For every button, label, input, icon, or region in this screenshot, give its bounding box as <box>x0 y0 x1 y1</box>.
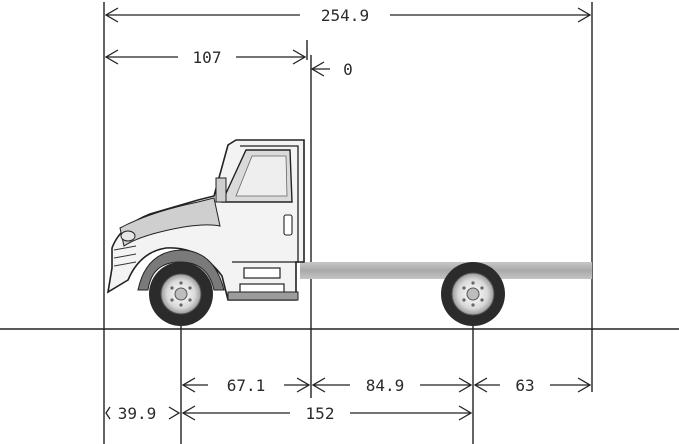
dimension-datum-zero: 0 <box>310 60 353 79</box>
bumper-to-cab-label: 107 <box>193 48 222 67</box>
dimension-bumper-to-cab: 107 <box>104 48 307 67</box>
dimension-rear-overhang: 63 <box>473 376 592 395</box>
rear-overhang-label: 63 <box>515 376 534 395</box>
datum-zero-label: 0 <box>343 60 353 79</box>
front-overhang-label: 39.9 <box>118 404 157 423</box>
frame-rail <box>300 262 592 279</box>
front-wheel-icon <box>149 262 213 326</box>
front-axle-to-cab-label: 67.1 <box>227 376 266 395</box>
wheelbase-label: 152 <box>306 404 335 423</box>
dimension-overall-length: 254.9 <box>104 6 592 25</box>
dimension-wheelbase: 152 <box>181 404 473 423</box>
dimension-front-axle-to-cab: 67.1 <box>181 376 311 395</box>
cab-to-rear-axle-label: 84.9 <box>366 376 405 395</box>
overall-length-label: 254.9 <box>321 6 369 25</box>
dimension-cab-to-rear-axle: 84.9 <box>311 376 473 395</box>
truck-cab-icon <box>106 139 305 301</box>
dimension-front-overhang: 39.9 <box>105 404 181 423</box>
rear-wheel-icon <box>441 262 505 326</box>
